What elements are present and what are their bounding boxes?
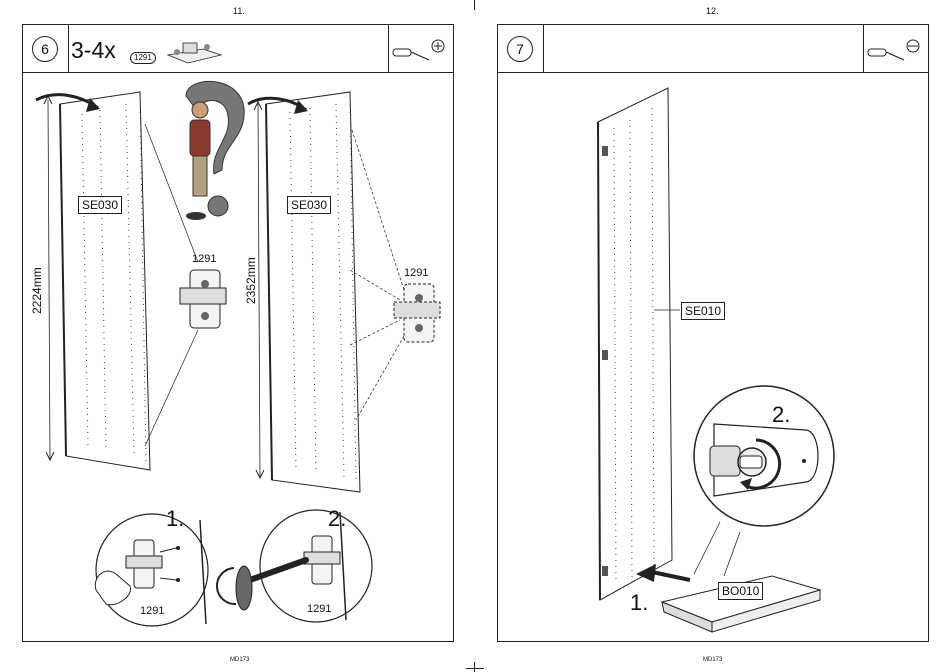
detail-circle-lock: [694, 386, 834, 526]
panel-se010: [598, 88, 680, 600]
base-label-bo010: BO010: [718, 582, 763, 600]
detail-2-number-right: 2.: [772, 402, 790, 428]
panel-label-se010: SE010: [681, 302, 725, 320]
detail-1-number-right: 1.: [630, 590, 648, 616]
